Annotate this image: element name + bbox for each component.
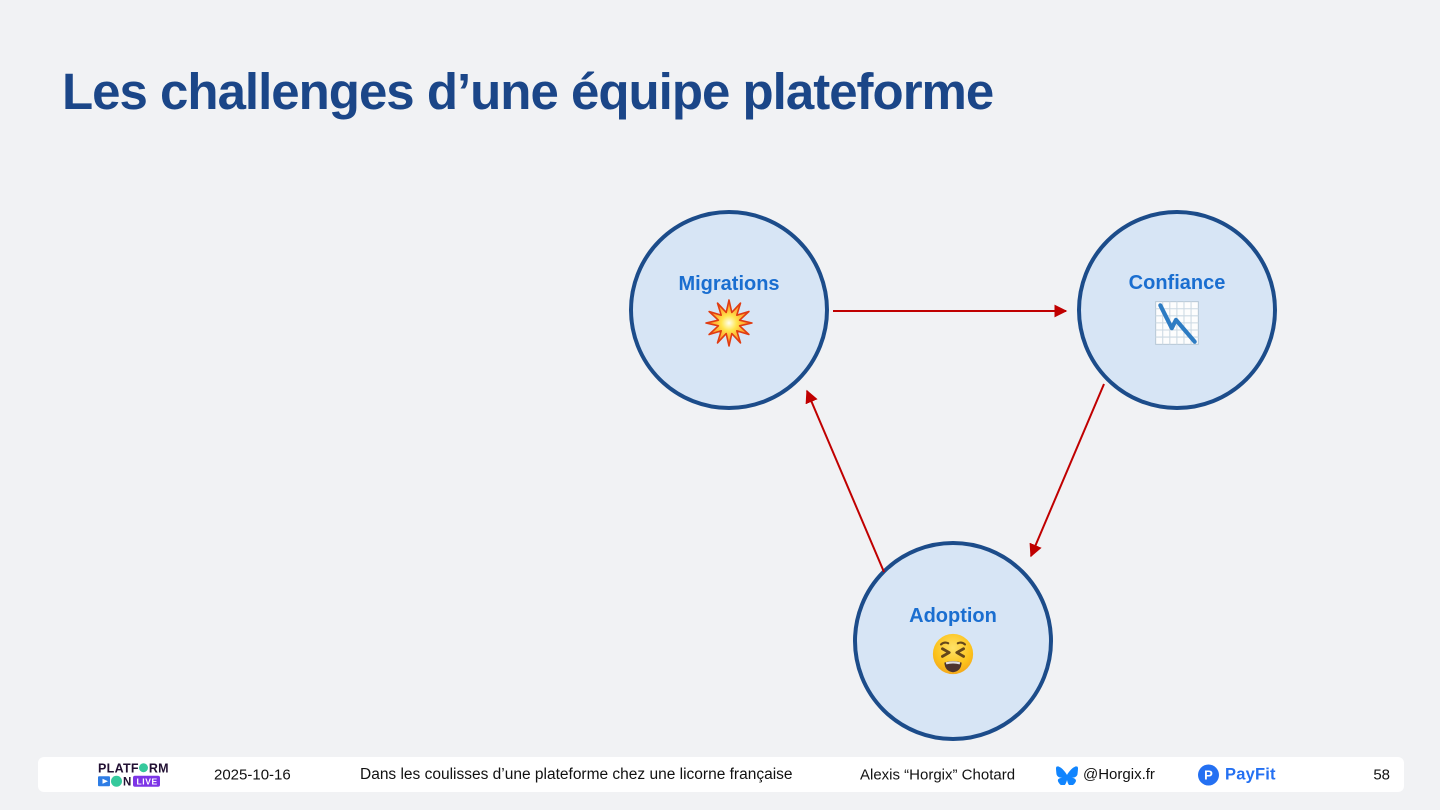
footer: PLATF RM N LIVE 2025-10-16 Dans les couli… bbox=[38, 757, 1404, 792]
page-number: 58 bbox=[1373, 766, 1390, 783]
edge-adoption-to-migrations bbox=[805, 389, 885, 573]
tired-face-emoji-icon bbox=[930, 631, 976, 677]
deck-title: Dans les coulisses d’une plateforme chez… bbox=[360, 765, 793, 783]
platformcon-logo-row1: PLATF RM bbox=[98, 762, 169, 775]
chart-decreasing-emoji-icon bbox=[1152, 298, 1202, 348]
payfit-p-icon: P bbox=[1198, 764, 1219, 785]
platformcon-o-dot-icon bbox=[139, 763, 149, 773]
node-label: Migrations bbox=[678, 273, 780, 295]
page-title: Les challenges d’une équipe plateforme bbox=[62, 63, 994, 120]
node-label: Confiance bbox=[1128, 272, 1226, 294]
svg-text:N: N bbox=[123, 777, 131, 788]
svg-text:LIVE: LIVE bbox=[137, 776, 158, 786]
platformcon-text-rm: RM bbox=[148, 760, 169, 775]
bluesky-handle: @Horgix.fr bbox=[1056, 765, 1155, 785]
node-label: Adoption bbox=[909, 605, 997, 627]
collision-emoji-icon bbox=[705, 299, 753, 347]
author-name: Alexis “Horgix” Chotard bbox=[860, 766, 1016, 783]
slide-date: 2025-10-16 bbox=[214, 766, 291, 783]
diagram-node-migrations: Migrations bbox=[629, 210, 829, 410]
payfit-logo: P PayFit bbox=[1198, 764, 1276, 785]
social-handle-text: @Horgix.fr bbox=[1083, 766, 1155, 783]
platformcon-text-platf: PLATF bbox=[98, 760, 139, 775]
edge-confiance-to-adoption bbox=[1029, 383, 1105, 558]
platformcon-live-logo: PLATF RM N LIVE bbox=[98, 762, 169, 788]
diagram-node-adoption: Adoption bbox=[853, 541, 1053, 741]
diagram-node-confiance: Confiance bbox=[1077, 210, 1277, 410]
bluesky-butterfly-icon bbox=[1056, 765, 1078, 785]
platformcon-logo-row2: N LIVE bbox=[98, 775, 160, 788]
payfit-wordmark: PayFit bbox=[1225, 765, 1276, 783]
